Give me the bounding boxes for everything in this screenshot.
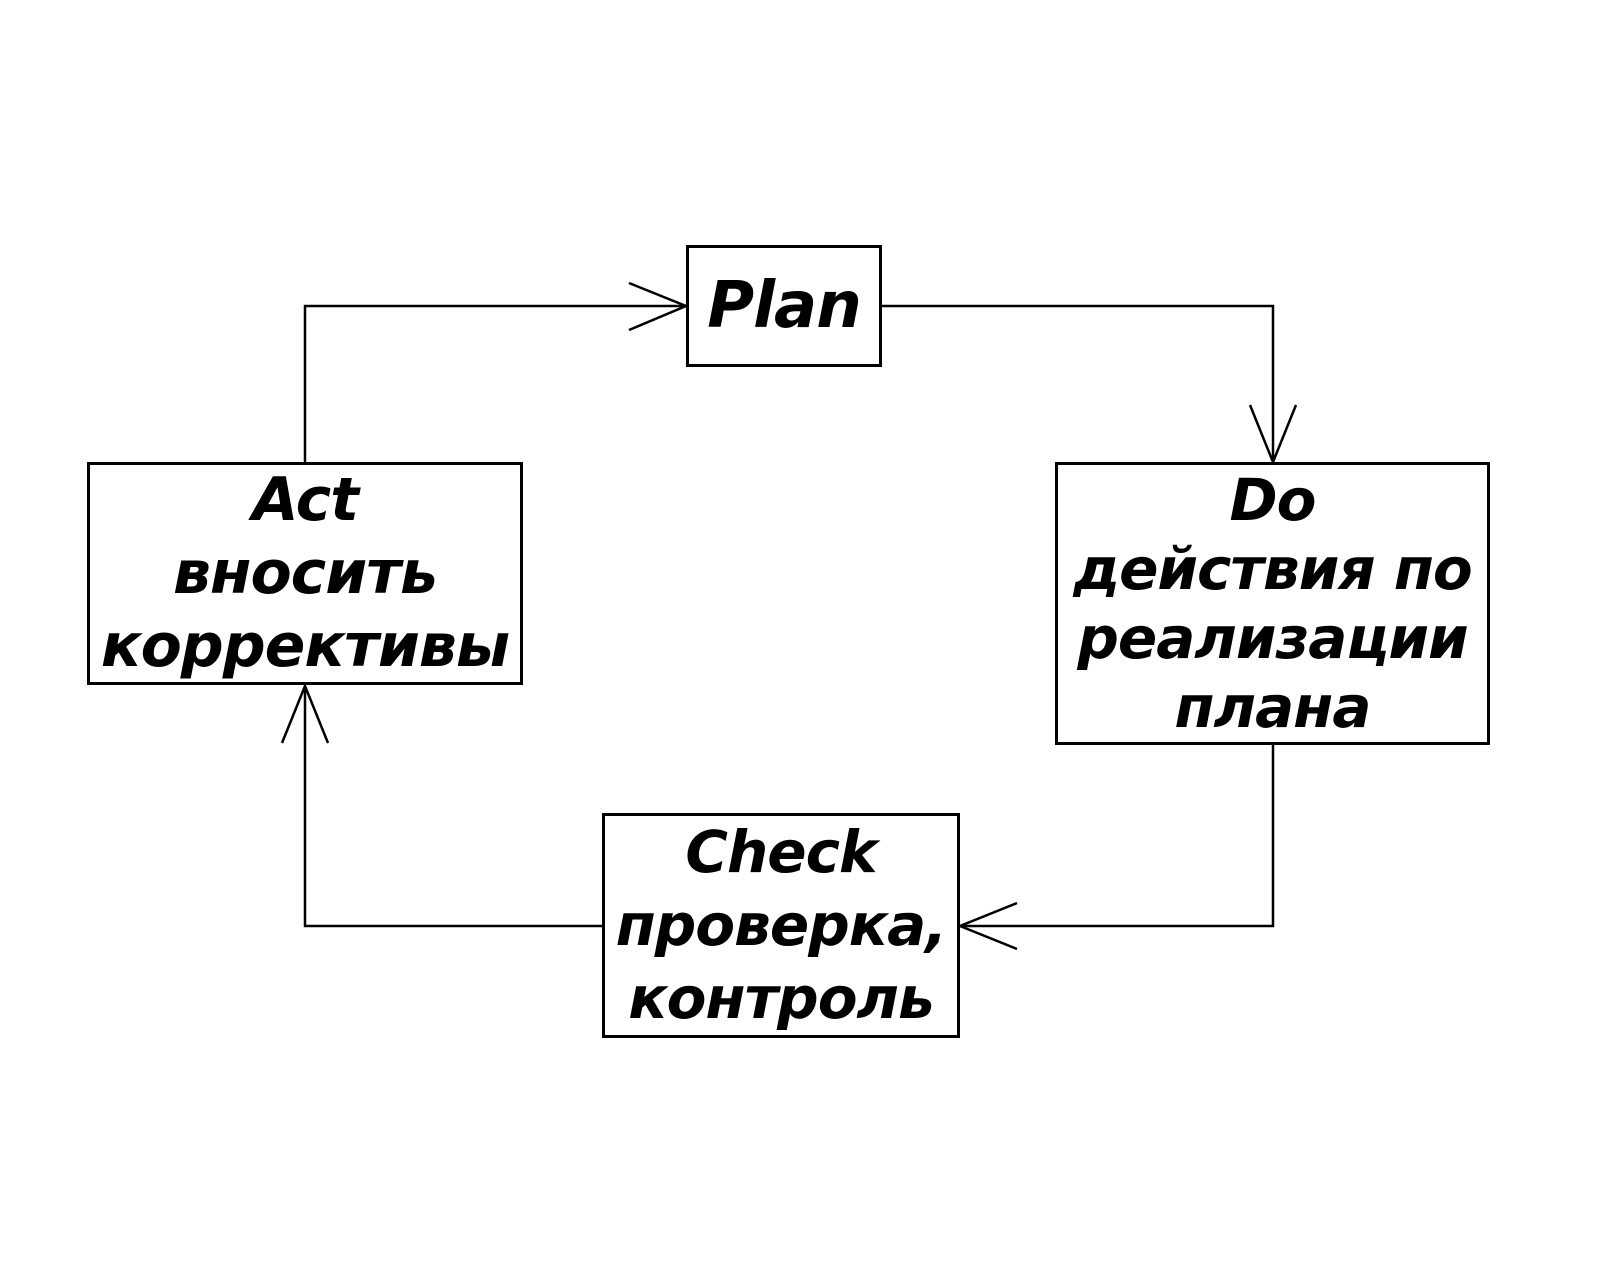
arrow-check-to-act bbox=[280, 682, 602, 928]
arrow-act-to-plan bbox=[303, 281, 690, 462]
node-do: Do действия по реализации плана bbox=[1055, 462, 1490, 745]
node-check-label-line2: проверка, bbox=[615, 891, 948, 959]
node-do-label-line1: Do bbox=[1229, 465, 1317, 534]
node-check: Check проверка, контроль bbox=[602, 813, 960, 1038]
node-plan: Plan bbox=[686, 245, 882, 367]
node-act-label-line3: коррективы bbox=[100, 611, 510, 681]
node-check-label-line3: контроль bbox=[628, 964, 934, 1032]
node-do-label-line4: плана bbox=[1174, 672, 1372, 741]
arrow-do-to-check bbox=[956, 745, 1275, 951]
arrowhead-left-icon bbox=[956, 901, 1018, 951]
node-act: Act вносить коррективы bbox=[87, 462, 523, 685]
node-act-label-line2: вносить bbox=[173, 538, 438, 608]
arrow-plan-to-do bbox=[882, 304, 1298, 466]
node-act-label-line1: Act bbox=[252, 465, 359, 535]
arrowhead-up-icon bbox=[280, 682, 330, 744]
node-check-label-line1: Check bbox=[685, 818, 877, 886]
node-plan-label: Plan bbox=[707, 269, 862, 343]
node-do-label-line2: действия по bbox=[1073, 534, 1473, 603]
node-do-label-line3: реализации bbox=[1077, 603, 1468, 672]
